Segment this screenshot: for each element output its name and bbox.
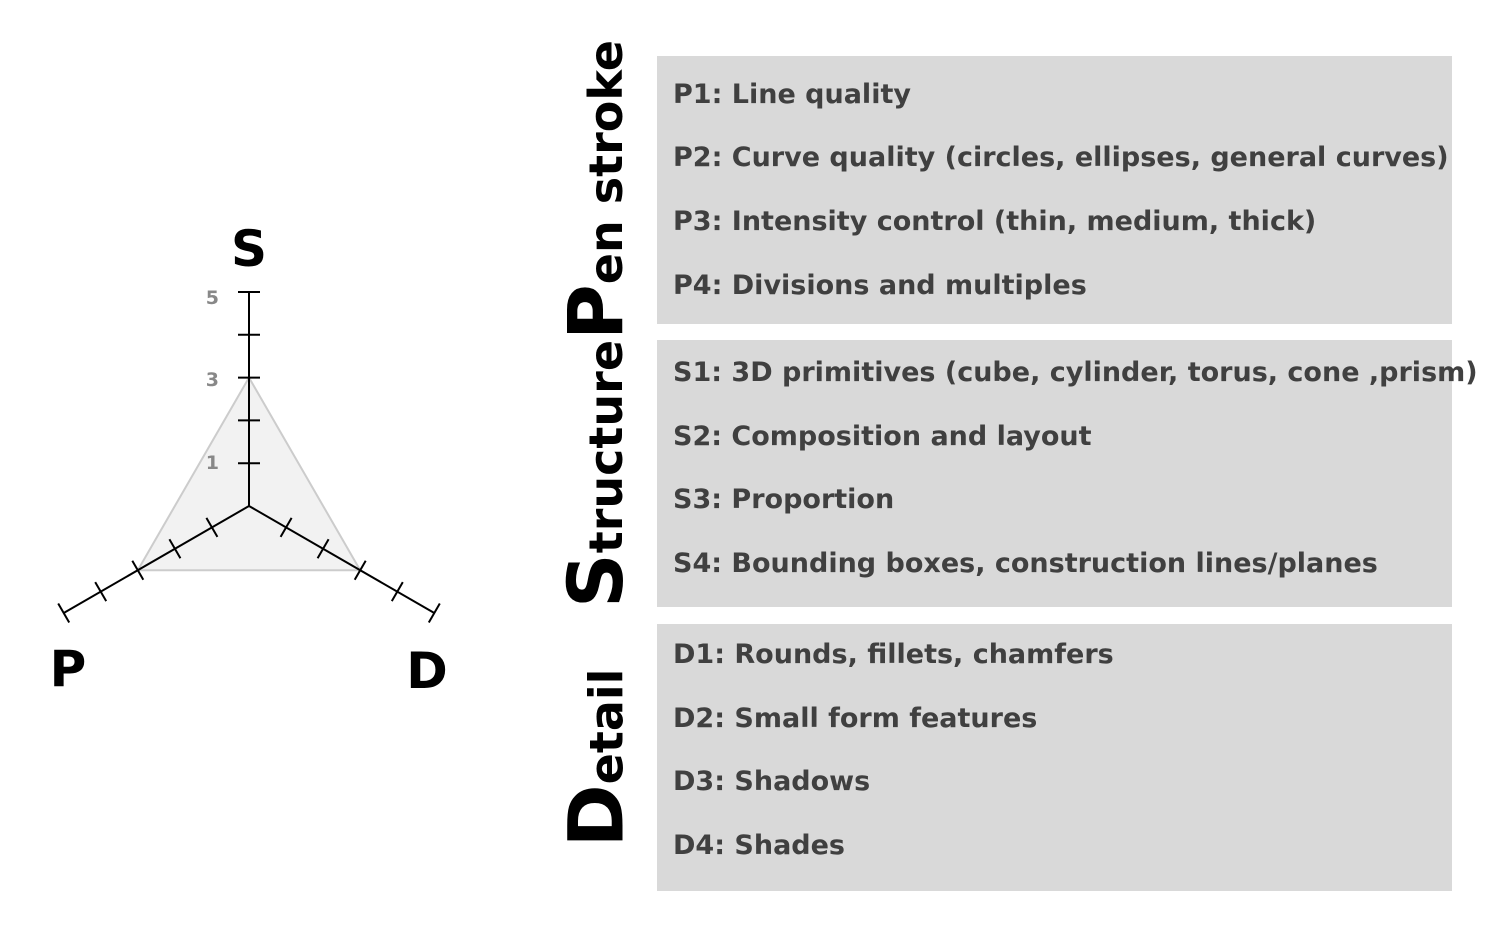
category-initial: S xyxy=(551,552,640,608)
criterion-p2: P2: Curve quality (circles, ellipses, ge… xyxy=(673,142,1449,173)
tick-d-1 xyxy=(279,517,293,538)
criterion-d3: D3: Shadows xyxy=(673,766,871,797)
axis-line-d xyxy=(248,505,435,614)
tick-d-4 xyxy=(390,581,404,602)
criterion-d4: D4: Shades xyxy=(673,830,845,861)
criterion-s4: S4: Bounding boxes, construction lines/p… xyxy=(673,548,1378,579)
category-label-structure: Structure xyxy=(551,339,640,607)
radar-chart: 1 3 5 S P D xyxy=(50,220,448,700)
criterion-s2: S2: Composition and layout xyxy=(673,421,1092,452)
tick-p-1 xyxy=(205,517,219,538)
axis-line-p xyxy=(63,505,250,614)
tick-label-1: 1 xyxy=(206,452,219,474)
tick-p-2 xyxy=(168,538,182,559)
tick-d-3 xyxy=(353,560,367,581)
category-initial: D xyxy=(551,783,641,847)
criterion-p3: P3: Intensity control (thin, medium, thi… xyxy=(673,206,1317,237)
tick-p-4 xyxy=(94,581,108,602)
category-box-detail: D1: Rounds, fillets, chamfers D2: Small … xyxy=(657,624,1452,891)
category-label-pen-stroke: Pen stroke xyxy=(551,40,640,340)
tick-p-3 xyxy=(131,560,145,581)
tick-d-5 xyxy=(427,602,441,624)
criterion-s3: S3: Proportion xyxy=(673,484,895,515)
tick-label-3: 3 xyxy=(206,369,219,391)
category-label-detail: Detail xyxy=(551,624,640,891)
axis-label-p: P xyxy=(50,640,87,698)
category-box-structure: S1: 3D primitives (cube, cylinder, torus… xyxy=(657,340,1478,607)
tick-d-2 xyxy=(316,538,330,559)
axis-label-s: S xyxy=(231,220,267,278)
category-rest: etail xyxy=(579,668,634,784)
axis-label-d: D xyxy=(406,642,448,700)
category-box-pen-stroke: P1: Line quality P2: Curve quality (circ… xyxy=(657,56,1452,324)
criterion-p4: P4: Divisions and multiples xyxy=(673,270,1087,301)
criterion-d2: D2: Small form features xyxy=(673,703,1038,734)
criterion-s1: S1: 3D primitives (cube, cylinder, torus… xyxy=(673,357,1478,388)
category-initial: P xyxy=(551,284,641,340)
tick-label-5: 5 xyxy=(206,287,219,309)
tick-p-5 xyxy=(57,602,71,624)
criterion-p1: P1: Line quality xyxy=(673,79,911,110)
criterion-d1: D1: Rounds, fillets, chamfers xyxy=(673,639,1114,670)
category-rest: en stroke xyxy=(579,40,634,285)
category-rest: tructure xyxy=(579,339,633,553)
